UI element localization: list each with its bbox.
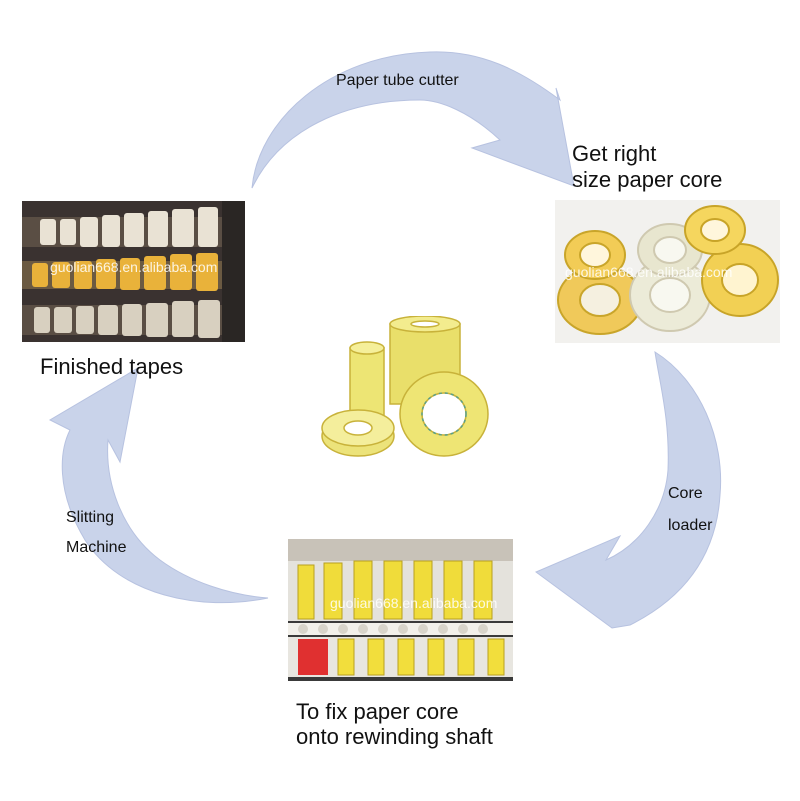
label-machine: Machine	[66, 539, 127, 556]
watermark: guolian668.en.alibaba.com	[565, 264, 733, 280]
watermark: guolian668.en.alibaba.com	[50, 259, 218, 275]
caption-fix-core-line1: To fix paper core	[296, 699, 459, 724]
caption-get-right-line1: Get right	[572, 141, 657, 166]
cycle-arrow-top-icon	[251, 51, 575, 189]
photo-rewinding-shaft: guolian668.en.alibaba.com	[288, 539, 513, 681]
cycle-arrow-right-icon	[535, 351, 722, 629]
photo-paper-cores: guolian668.en.alibaba.com	[555, 200, 780, 343]
label-slitting: Slitting	[66, 509, 115, 526]
label-paper-tube-cutter: Paper tube cutter	[336, 72, 459, 89]
caption-fix-core-line2: onto rewinding shaft	[296, 724, 493, 749]
watermark: guolian668.en.alibaba.com	[330, 595, 498, 611]
caption-finished-tapes: Finished tapes	[40, 354, 184, 379]
caption-get-right-line2: size paper core	[572, 167, 723, 192]
photo-tape-rolls	[318, 316, 494, 466]
label-core: Core	[668, 485, 703, 502]
photo-finished-tapes: guolian668.en.alibaba.com	[22, 201, 245, 342]
label-loader: loader	[668, 517, 713, 534]
cycle-arrow-left-icon	[48, 367, 269, 604]
